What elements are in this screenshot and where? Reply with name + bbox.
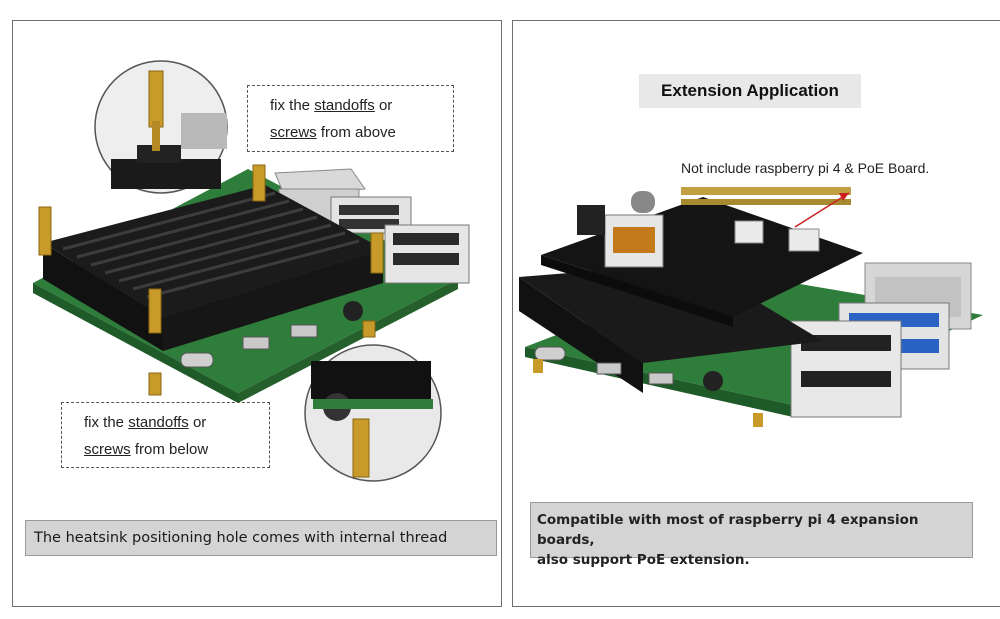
heatsink bbox=[519, 263, 823, 363]
callout-fix-from-above: fix the standoffs or screws from above bbox=[247, 85, 454, 152]
micro-hdmi-port-1 bbox=[242, 336, 270, 350]
usb-c-port bbox=[180, 352, 214, 368]
micro-hdmi-port-2 bbox=[290, 324, 318, 338]
usb-c-port bbox=[534, 346, 566, 361]
caption-line-1: Compatible with most of raspberry pi 4 e… bbox=[537, 512, 919, 548]
heatsink bbox=[43, 185, 383, 317]
not-included-note: Not include raspberry pi 4 & PoE Board. bbox=[681, 160, 930, 176]
usb2-port-stack bbox=[790, 320, 902, 418]
caption-heatsink-thread: The heatsink positioning hole comes with… bbox=[25, 520, 497, 556]
micro-hdmi-port-1 bbox=[596, 362, 622, 375]
caption-line-2: also support PoE extension. bbox=[537, 552, 750, 568]
callout-fix-from-below: fix the standoffs or screws from below bbox=[61, 402, 270, 468]
zoom-circle-top bbox=[94, 60, 228, 194]
capacitor bbox=[577, 205, 605, 235]
caption-compatibility: Compatible with most of raspberry pi 4 e… bbox=[530, 502, 973, 568]
connector-1 bbox=[734, 220, 764, 244]
audio-jack bbox=[343, 301, 363, 321]
right-panel: Extension Application Not include raspbe… bbox=[512, 20, 1000, 607]
poe-transformer bbox=[604, 214, 664, 268]
extension-application-title: Extension Application bbox=[639, 74, 861, 108]
brass-standoffs bbox=[38, 164, 384, 396]
red-arrow bbox=[794, 192, 850, 228]
micro-hdmi-port-2 bbox=[648, 372, 674, 385]
connector-2 bbox=[788, 228, 820, 252]
heatsink-board-illustration bbox=[33, 60, 470, 482]
brass-standoff bbox=[753, 413, 763, 427]
zoom-circle-bottom bbox=[304, 344, 442, 482]
brass-standoff bbox=[533, 359, 543, 373]
gpio-header bbox=[681, 187, 851, 205]
left-panel: fix the standoffs or screws from above f… bbox=[12, 20, 502, 607]
fan-capacitor bbox=[631, 191, 655, 213]
expansion-board-illustration bbox=[519, 187, 983, 427]
heatsink-fins bbox=[62, 191, 360, 299]
usb-port-stack-2 bbox=[384, 224, 470, 284]
audio-jack bbox=[703, 371, 723, 391]
